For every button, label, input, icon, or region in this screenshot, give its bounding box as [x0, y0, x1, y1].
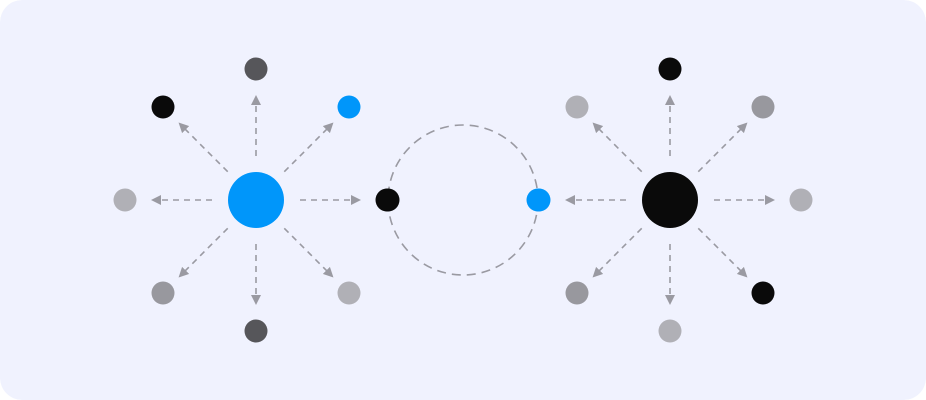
- left-node-up-left: [151, 95, 175, 119]
- right-cluster: [527, 57, 813, 343]
- left-node-down-left: [151, 281, 175, 305]
- left-node-up-right: [337, 95, 361, 119]
- left-node-down: [244, 319, 268, 343]
- left-node-up: [244, 57, 268, 81]
- right-node-down-right: [751, 281, 775, 305]
- right-arrow-down-right: [697, 227, 748, 278]
- left-node-left: [113, 188, 137, 212]
- connector-node-right: [526, 188, 550, 212]
- right-node-up-left: [565, 95, 589, 119]
- right-node-right: [789, 188, 813, 212]
- right-node-up-right: [751, 95, 775, 119]
- right-arrow-up-right: [697, 122, 748, 173]
- left-arrow-down-right: [283, 227, 334, 278]
- left-arrow-down-left: [178, 227, 229, 278]
- right-arrow-up-left: [592, 122, 643, 173]
- right-hub-node: [642, 172, 698, 228]
- right-node-down-left: [565, 281, 589, 305]
- left-cluster: [113, 57, 399, 343]
- right-arrow-down-left: [592, 227, 643, 278]
- right-node-up: [658, 57, 682, 81]
- left-arrow-up-right: [283, 122, 334, 173]
- left-node-down-right: [337, 281, 361, 305]
- right-node-down: [658, 319, 682, 343]
- connector-node-left: [376, 188, 400, 212]
- left-arrow-up-left: [178, 122, 229, 173]
- left-hub-node: [228, 172, 284, 228]
